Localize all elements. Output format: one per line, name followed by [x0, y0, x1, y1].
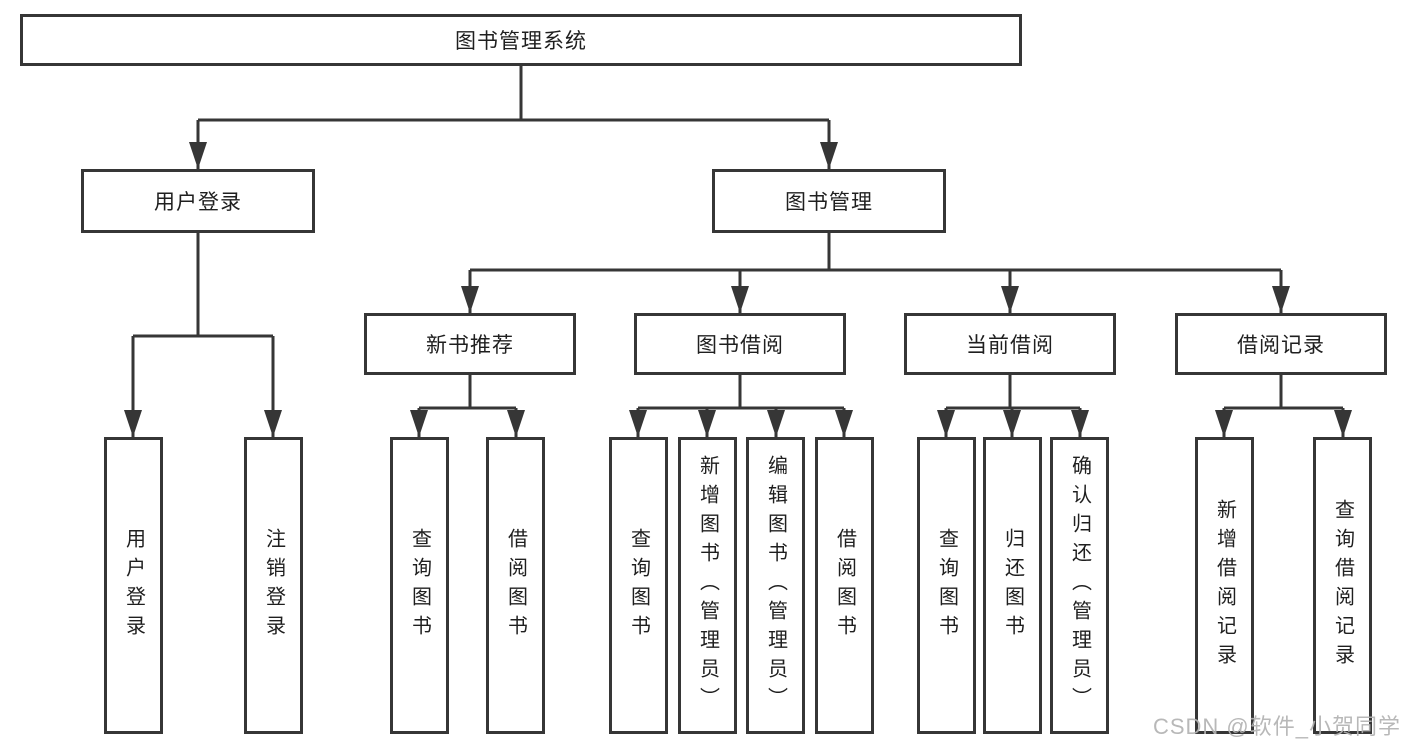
node-label: 注销登录 [262, 527, 285, 644]
node-leaf-logout: 注销登录 [244, 437, 303, 734]
node-leaf-query-books-current: 查询图书 [917, 437, 976, 734]
node-label: 新增借阅记录 [1213, 498, 1236, 673]
watermark: CSDN @软件_小贺同学 [1152, 714, 1401, 739]
node-label: 查询图书 [408, 527, 431, 644]
node-leaf-query-borrow-record: 查询借阅记录 [1313, 437, 1372, 734]
node-label: 当前借阅 [966, 334, 1054, 357]
node-leaf-user-login: 用户登录 [104, 437, 163, 734]
node-book-borrowing: 图书借阅 [634, 313, 846, 375]
node-label: 新增图书（管理员） [696, 455, 719, 716]
node-label: 图书借阅 [696, 334, 784, 357]
node-borrowing-records: 借阅记录 [1175, 313, 1387, 375]
node-library-management-system: 图书管理系统 [20, 14, 1022, 66]
node-label: 查询借阅记录 [1331, 498, 1354, 673]
node-leaf-edit-book-admin: 编辑图书（管理员） [746, 437, 805, 734]
node-label: 新书推荐 [426, 334, 514, 357]
node-label: 借阅图书 [504, 527, 527, 644]
node-label: 确认归还（管理员） [1068, 455, 1091, 716]
node-label: 图书管理 [785, 191, 873, 214]
node-leaf-borrow-books: 借阅图书 [815, 437, 874, 734]
node-label: 图书管理系统 [455, 30, 587, 53]
node-leaf-confirm-return-admin: 确认归还（管理员） [1050, 437, 1109, 734]
node-label: 用户登录 [154, 191, 242, 214]
node-label: 归还图书 [1001, 527, 1024, 644]
node-current-borrowing: 当前借阅 [904, 313, 1116, 375]
node-label: 查询图书 [935, 527, 958, 644]
node-leaf-query-books-recommend: 查询图书 [390, 437, 449, 734]
node-leaf-add-book-admin: 新增图书（管理员） [678, 437, 737, 734]
node-leaf-add-borrow-record: 新增借阅记录 [1195, 437, 1254, 734]
node-label: 用户登录 [122, 527, 145, 644]
node-label: 借阅记录 [1237, 334, 1325, 357]
node-book-management: 图书管理 [712, 169, 946, 233]
node-leaf-return-books: 归还图书 [983, 437, 1042, 734]
node-user-login: 用户登录 [81, 169, 315, 233]
node-label: 借阅图书 [833, 527, 856, 644]
node-new-book-recommendation: 新书推荐 [364, 313, 576, 375]
node-label: 查询图书 [627, 527, 650, 644]
node-leaf-borrow-books-recommend: 借阅图书 [486, 437, 545, 734]
node-label: 编辑图书（管理员） [764, 455, 787, 716]
node-leaf-query-books-borrow: 查询图书 [609, 437, 668, 734]
